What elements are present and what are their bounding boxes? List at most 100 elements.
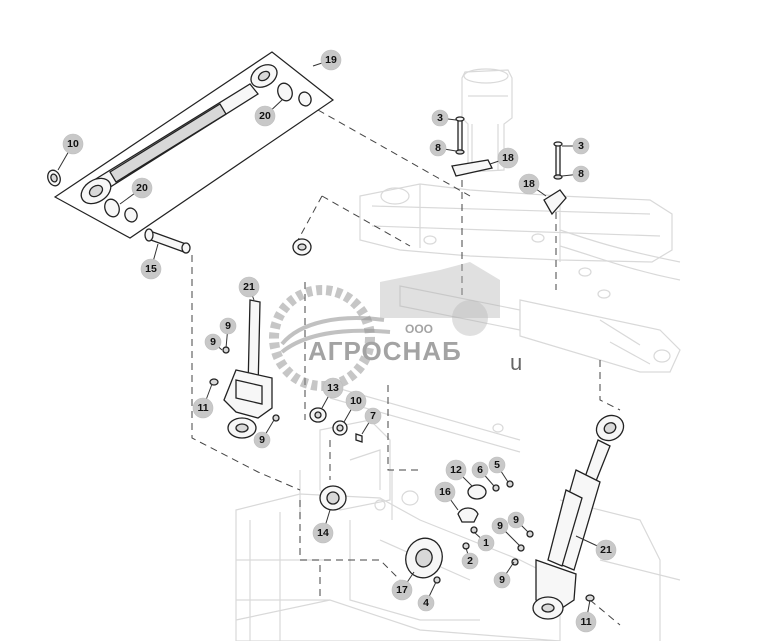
callout-c3b: 3 bbox=[562, 137, 590, 155]
assembly-lines bbox=[191, 109, 621, 626]
callout-label: 21 bbox=[243, 281, 255, 293]
callout-label: 4 bbox=[423, 597, 429, 609]
callout-c10a: 10 bbox=[57, 133, 84, 171]
watermark-logo: ООО АГРОСНАБ u bbox=[269, 262, 522, 391]
callout-bubble bbox=[461, 552, 479, 570]
bushing-14 bbox=[319, 485, 347, 511]
callout-label: 9 bbox=[259, 434, 265, 446]
callout-bubble bbox=[391, 579, 413, 601]
callout-label: 13 bbox=[327, 382, 339, 394]
callout-label: 18 bbox=[523, 178, 535, 190]
callout-c18b: 18 bbox=[518, 173, 547, 197]
callout-label: 17 bbox=[396, 584, 408, 596]
callout-c9d: 9 bbox=[491, 517, 521, 547]
callout-bubble bbox=[254, 105, 276, 127]
callout-c12: 12 bbox=[445, 459, 473, 487]
callout-label: 2 bbox=[467, 555, 473, 567]
callout-bubble bbox=[429, 139, 447, 157]
callout-bubble bbox=[204, 333, 222, 351]
callout-c4: 4 bbox=[417, 581, 437, 612]
callout-c13: 13 bbox=[321, 377, 344, 409]
callout-bubble bbox=[238, 276, 260, 298]
callout-bubble bbox=[364, 407, 382, 425]
callout-c17: 17 bbox=[391, 571, 415, 601]
callout-bubble bbox=[575, 611, 597, 633]
callout-bubble bbox=[491, 517, 509, 535]
callout-c10b: 10 bbox=[343, 390, 367, 423]
callout-label: 9 bbox=[499, 574, 505, 586]
callout-bubble bbox=[471, 461, 489, 479]
callout-c8b: 8 bbox=[561, 165, 590, 183]
callout-bubble bbox=[434, 481, 456, 503]
callout-label: 11 bbox=[197, 402, 208, 414]
callout-label: 6 bbox=[477, 464, 483, 476]
lift-cylinder-left bbox=[209, 299, 280, 439]
watermark-small-text: ООО bbox=[405, 322, 433, 336]
callout-bubble bbox=[322, 377, 344, 399]
callout-label: 3 bbox=[578, 140, 584, 152]
callout-bubble bbox=[131, 177, 153, 199]
callout-label: 7 bbox=[370, 410, 376, 422]
callout-label: 21 bbox=[600, 544, 612, 556]
callout-label: 18 bbox=[502, 152, 514, 164]
callout-c21a: 21 bbox=[238, 276, 260, 301]
callout-c8a: 8 bbox=[429, 139, 457, 157]
plate-17 bbox=[405, 537, 443, 584]
callout-bubble bbox=[62, 133, 84, 155]
callout-bubble bbox=[345, 390, 367, 412]
callout-label: 3 bbox=[437, 112, 443, 124]
callout-c9f: 9 bbox=[493, 561, 515, 589]
callout-bubble bbox=[253, 431, 271, 449]
callout-c20a: 20 bbox=[254, 99, 283, 127]
callout-c18a: 18 bbox=[489, 147, 519, 169]
callout-c20b: 20 bbox=[119, 177, 153, 205]
clamp-parts bbox=[457, 480, 514, 550]
callout-c11b: 11 bbox=[575, 599, 597, 633]
center-parts bbox=[309, 407, 363, 443]
callout-label: 9 bbox=[513, 514, 519, 526]
callout-bubble bbox=[595, 539, 617, 561]
callout-bubble bbox=[417, 594, 435, 612]
callout-label: 9 bbox=[210, 336, 216, 348]
callout-label: 10 bbox=[350, 395, 362, 407]
callout-bubble bbox=[488, 456, 506, 474]
watermark-brand-text: АГРОСНАБ bbox=[308, 336, 462, 366]
top-link-assembly bbox=[53, 51, 335, 239]
callout-c11a: 11 bbox=[192, 383, 214, 419]
callout-bubble bbox=[140, 258, 162, 280]
callout-label: 9 bbox=[225, 320, 231, 332]
callout-label: 10 bbox=[67, 138, 79, 150]
callout-bubble bbox=[312, 522, 334, 544]
callout-label: 1 bbox=[483, 537, 489, 549]
callout-bubble bbox=[572, 165, 590, 183]
callout-c2: 2 bbox=[461, 547, 479, 570]
callout-c9e: 9 bbox=[507, 511, 529, 533]
watermark-suffix-text: u bbox=[510, 350, 522, 375]
callout-bubble bbox=[493, 571, 511, 589]
callout-bubble bbox=[518, 173, 540, 195]
callout-c9a: 9 bbox=[219, 317, 237, 349]
callout-label: 15 bbox=[145, 263, 157, 275]
callout-label: 5 bbox=[494, 459, 500, 471]
callout-c9b: 9 bbox=[204, 333, 223, 351]
callout-bubble bbox=[192, 397, 214, 419]
callout-c7: 7 bbox=[361, 407, 382, 435]
callout-label: 12 bbox=[450, 464, 462, 476]
callout-label: 19 bbox=[325, 54, 337, 66]
callout-bubble bbox=[497, 147, 519, 169]
callout-bubble bbox=[572, 137, 590, 155]
callout-c5: 5 bbox=[488, 456, 509, 483]
callout-bubble bbox=[445, 459, 467, 481]
callout-c1: 1 bbox=[473, 531, 495, 552]
callout-label: 20 bbox=[259, 110, 271, 122]
callout-bubble bbox=[507, 511, 525, 529]
callout-c14: 14 bbox=[312, 509, 334, 544]
callout-bubble bbox=[219, 317, 237, 335]
callout-c16: 16 bbox=[434, 481, 459, 511]
callout-label: 8 bbox=[435, 142, 441, 154]
callout-c19: 19 bbox=[312, 49, 342, 71]
callout-label: 8 bbox=[578, 168, 584, 180]
callout-label: 20 bbox=[136, 182, 148, 194]
